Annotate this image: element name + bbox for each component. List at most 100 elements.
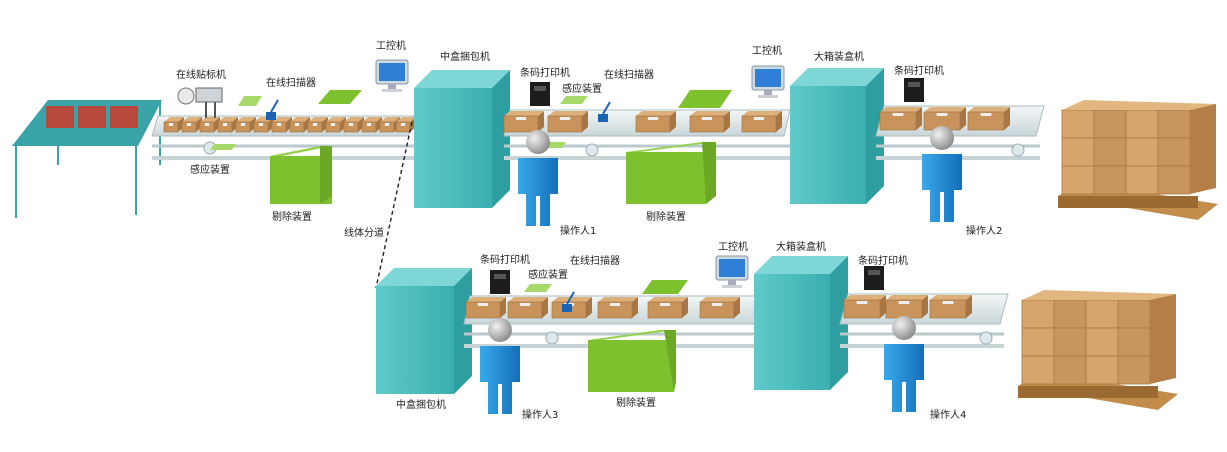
pallet-carton — [1061, 137, 1095, 167]
stack-top — [1022, 290, 1176, 300]
operator-3-icon — [480, 318, 520, 414]
reject-device-3 — [588, 330, 676, 392]
operator-head — [488, 318, 512, 342]
label-operator-4: 操作人4 — [930, 410, 967, 421]
pallet-carton — [1085, 355, 1119, 385]
sensor-plate-3 — [560, 96, 588, 104]
product-boxes-line1a — [163, 117, 416, 133]
label-scanner-3: 在线扫描器 — [570, 256, 620, 267]
pallet-carton — [1157, 165, 1191, 195]
product-boxes-line1b — [503, 111, 782, 133]
label-sensor-3: 感应装置 — [528, 270, 568, 281]
pallet-carton — [1117, 299, 1151, 329]
label-sensor-1: 感应装置 — [190, 165, 230, 176]
pallet-carton — [1125, 137, 1159, 167]
label-caser-1: 大箱装盒机 — [814, 52, 864, 63]
operator-body — [884, 344, 924, 412]
sensor-plate-5 — [524, 284, 552, 292]
online-scanner-icon — [266, 99, 279, 120]
label-sensor-2: 感应装置 — [562, 84, 602, 95]
operator-head — [892, 316, 916, 340]
label-reject-3: 剔除装置 — [616, 398, 656, 409]
pallet-boxes-icon-1 — [1058, 100, 1218, 220]
barcode-printer-icon-2 — [904, 78, 924, 102]
label-scanner-2: 在线扫描器 — [604, 70, 654, 81]
pallet-carton — [1053, 299, 1087, 329]
label-reject-1: 剔除装置 — [272, 212, 312, 223]
product-boxes-line1c — [879, 107, 1010, 131]
pallet-base — [1018, 386, 1158, 398]
bundler-machine-1 — [414, 70, 510, 208]
feed-table — [12, 100, 162, 218]
case-packer-machine-2 — [754, 256, 848, 390]
pallet-carton — [1093, 137, 1127, 167]
reject-plate-3 — [642, 280, 688, 294]
operator-body — [480, 346, 520, 414]
labeler-machine-icon — [177, 87, 223, 118]
label-printer-2: 条码打印机 — [894, 66, 944, 77]
product-boxes-line2b — [843, 295, 972, 319]
stack-side — [1190, 104, 1216, 194]
barcode-printer-icon — [530, 82, 550, 106]
ipc-monitor-icon-3 — [715, 255, 749, 288]
pallet-carton — [1125, 165, 1159, 195]
operator-head — [930, 126, 954, 150]
pallet-carton — [1085, 327, 1119, 357]
label-bundler-2: 中盒捆包机 — [396, 400, 446, 411]
pallet-carton — [1157, 109, 1191, 139]
label-scanner-1: 在线扫描器 — [266, 78, 316, 89]
pallet-carton — [1021, 299, 1055, 329]
pallet-carton — [1085, 299, 1119, 329]
stack-side — [1150, 294, 1176, 384]
pallet-carton — [1061, 109, 1095, 139]
operator-head — [526, 130, 550, 154]
label-printer-3: 条码打印机 — [480, 255, 530, 266]
stack-top — [1062, 100, 1216, 110]
label-operator-2: 操作人2 — [966, 226, 1003, 237]
sensor-plate — [238, 96, 262, 106]
label-caser-2: 大箱装盒机 — [776, 242, 826, 253]
pallet-carton — [1021, 327, 1055, 357]
label-reject-2: 剔除装置 — [646, 212, 686, 223]
reject-plate-2 — [678, 90, 732, 108]
pallet-carton — [1125, 109, 1159, 139]
pallet-carton — [1093, 109, 1127, 139]
operator-2-icon — [922, 126, 962, 222]
pallet-carton — [1061, 165, 1095, 195]
label-labeler: 在线贴标机 — [176, 70, 226, 81]
pallet-carton — [1157, 137, 1191, 167]
pallet-carton — [1053, 327, 1087, 357]
operator-1-icon — [518, 130, 558, 226]
pallet-carton — [1093, 165, 1127, 195]
label-ipc-1: 工控机 — [376, 41, 406, 52]
operator-body — [518, 158, 558, 226]
label-printer-4: 条码打印机 — [858, 256, 908, 267]
pallet-carton — [1117, 327, 1151, 357]
ipc-monitor-icon-2 — [751, 65, 785, 98]
label-operator-1: 操作人1 — [560, 226, 597, 237]
online-scanner-icon-3 — [562, 291, 575, 312]
pallet-carton — [1117, 355, 1151, 385]
case-packer-machine-1 — [790, 68, 884, 204]
reject-device-1 — [270, 146, 332, 204]
label-operator-3: 操作人3 — [522, 410, 559, 421]
reject-plate — [318, 90, 362, 104]
label-ipc-2: 工控机 — [752, 46, 782, 57]
reject-device-2 — [626, 142, 716, 204]
label-printer-1: 条码打印机 — [520, 68, 570, 79]
label-bundler-1: 中盒捆包机 — [440, 52, 490, 63]
operator-body — [922, 154, 962, 222]
pallet-boxes-icon-2 — [1018, 290, 1178, 410]
pallet-carton — [1021, 355, 1055, 385]
product-boxes-line2a — [465, 297, 740, 319]
operator-4-icon — [884, 316, 924, 412]
pallet-base — [1058, 196, 1198, 208]
bundler-machine-2 — [376, 268, 472, 394]
pallet-carton — [1053, 355, 1087, 385]
ipc-monitor-icon — [375, 59, 409, 92]
online-scanner-icon-2 — [598, 101, 611, 122]
label-ipc-3: 工控机 — [718, 242, 748, 253]
split-line — [375, 121, 413, 289]
label-split: 线体分道 — [344, 228, 384, 239]
